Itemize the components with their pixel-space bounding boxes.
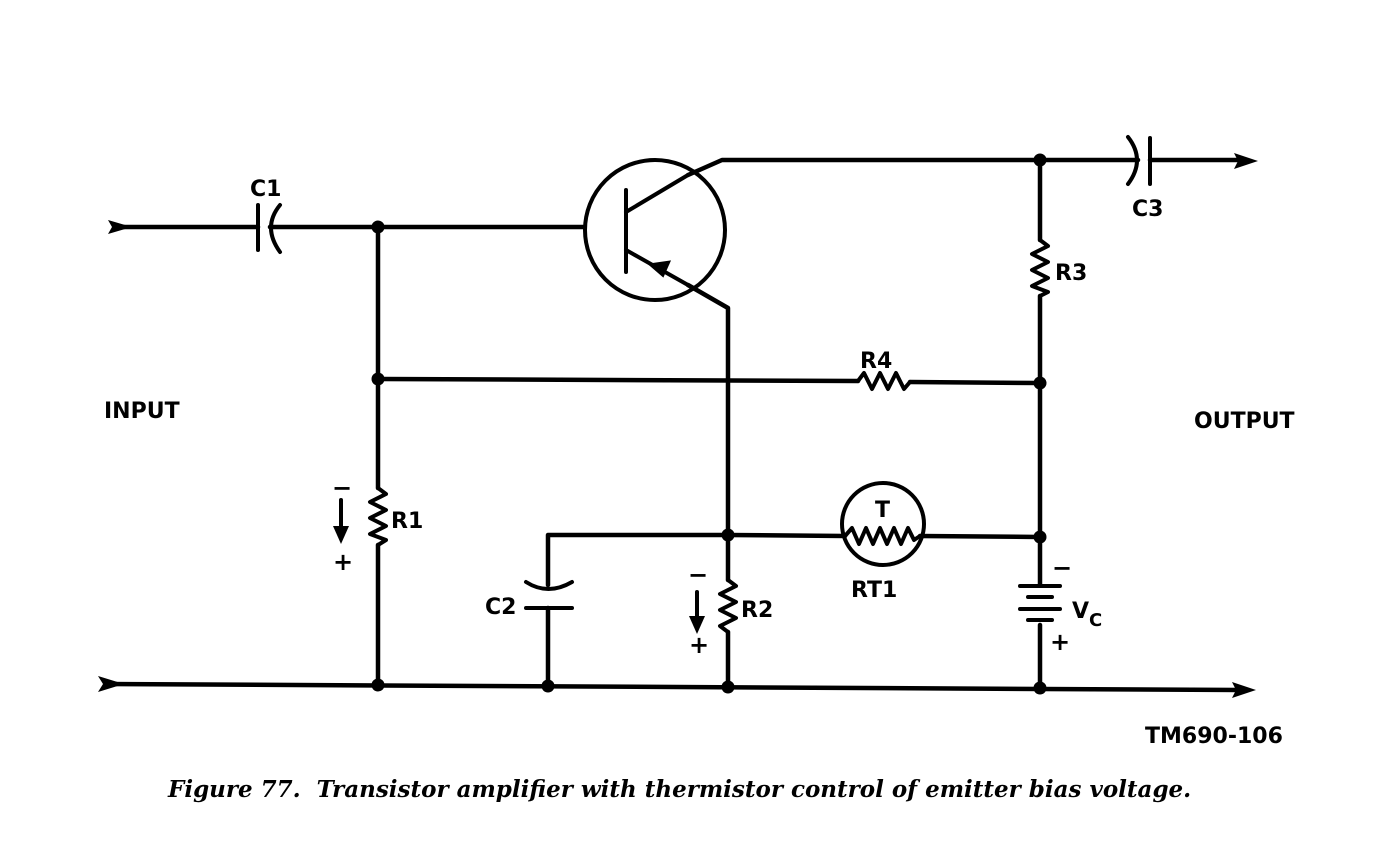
terminal-arrows bbox=[98, 153, 1258, 698]
r2-plus-sign: + bbox=[689, 631, 709, 659]
resistor-r2 bbox=[718, 578, 738, 634]
transistor-collector-lead bbox=[624, 173, 690, 214]
junction bbox=[721, 528, 735, 542]
current-arrow-r2 bbox=[689, 590, 705, 634]
r2-label: R2 bbox=[741, 598, 773, 623]
battery-vc bbox=[1018, 584, 1062, 622]
thermistor-envelope bbox=[840, 481, 926, 567]
c2-label: C2 bbox=[485, 595, 516, 620]
output-top-arrow bbox=[1234, 153, 1258, 169]
input-top-arrow bbox=[108, 220, 132, 234]
battery-minus-sign: − bbox=[1052, 554, 1072, 582]
capacitor-c2 bbox=[524, 580, 574, 610]
vc-label-subscript: C bbox=[1089, 610, 1102, 631]
transistor-envelope bbox=[583, 158, 727, 302]
c1-label: C1 bbox=[250, 177, 281, 202]
capacitor-c1 bbox=[256, 203, 282, 254]
battery-plus-sign: + bbox=[1050, 628, 1070, 656]
down-arrow-icon bbox=[333, 526, 349, 544]
thermistor-rt1 bbox=[840, 481, 926, 567]
r1-minus-sign: − bbox=[332, 474, 352, 502]
emitter-arrow-icon bbox=[647, 260, 672, 278]
c1-plate-curved bbox=[269, 203, 282, 254]
wire-c2-to-rt1 bbox=[545, 532, 848, 588]
r1-label: R1 bbox=[391, 509, 423, 534]
c3-label: C3 bbox=[1132, 197, 1163, 222]
wire-emitter-down bbox=[685, 282, 731, 583]
transistor-symbol bbox=[583, 158, 727, 302]
wire-ground bbox=[103, 681, 1243, 693]
resistor-r1 bbox=[368, 486, 388, 547]
resistor-r3 bbox=[1030, 238, 1050, 298]
input-label: INPUT bbox=[104, 399, 180, 424]
junction bbox=[1033, 153, 1047, 167]
capacitor-c3 bbox=[1126, 135, 1152, 186]
current-arrow-r1 bbox=[333, 498, 349, 544]
output-bottom-arrow bbox=[1232, 682, 1256, 698]
r1-plus-sign: + bbox=[333, 548, 353, 576]
rt1-label: RT1 bbox=[851, 578, 897, 603]
r2-minus-sign: − bbox=[688, 561, 708, 589]
vc-label: VC bbox=[1072, 599, 1102, 631]
junction bbox=[1033, 681, 1047, 695]
input-bottom-arrow bbox=[98, 676, 124, 692]
down-arrow-icon bbox=[689, 616, 705, 634]
vc-label-main: V bbox=[1072, 599, 1089, 624]
r3-label: R3 bbox=[1055, 261, 1087, 286]
output-label: OUTPUT bbox=[1194, 409, 1295, 434]
thermistor-t-label: T bbox=[875, 498, 890, 523]
junction bbox=[541, 679, 555, 693]
resistor-r4 bbox=[856, 371, 912, 391]
figure-caption: Figure 77. Transistor amplifier with the… bbox=[167, 776, 1191, 803]
figure-code: TM690-106 bbox=[1145, 724, 1283, 749]
junction-dots bbox=[371, 153, 1047, 695]
wire-r4-left bbox=[375, 376, 861, 384]
wire-r4-right bbox=[907, 379, 1043, 386]
junction bbox=[371, 220, 385, 234]
junction bbox=[371, 678, 385, 692]
wire-collector-to-node bbox=[685, 157, 1043, 178]
junction bbox=[1033, 376, 1047, 390]
junction bbox=[1033, 530, 1047, 544]
r4-label: R4 bbox=[860, 349, 892, 374]
wires bbox=[103, 157, 1243, 693]
wire-rt1-to-battery bbox=[917, 533, 1043, 540]
c3-plate-curved bbox=[1126, 135, 1139, 186]
thermistor-zigzag bbox=[843, 526, 922, 546]
c2-plate-curved bbox=[524, 580, 574, 591]
junction bbox=[371, 372, 385, 386]
junction bbox=[721, 680, 735, 694]
